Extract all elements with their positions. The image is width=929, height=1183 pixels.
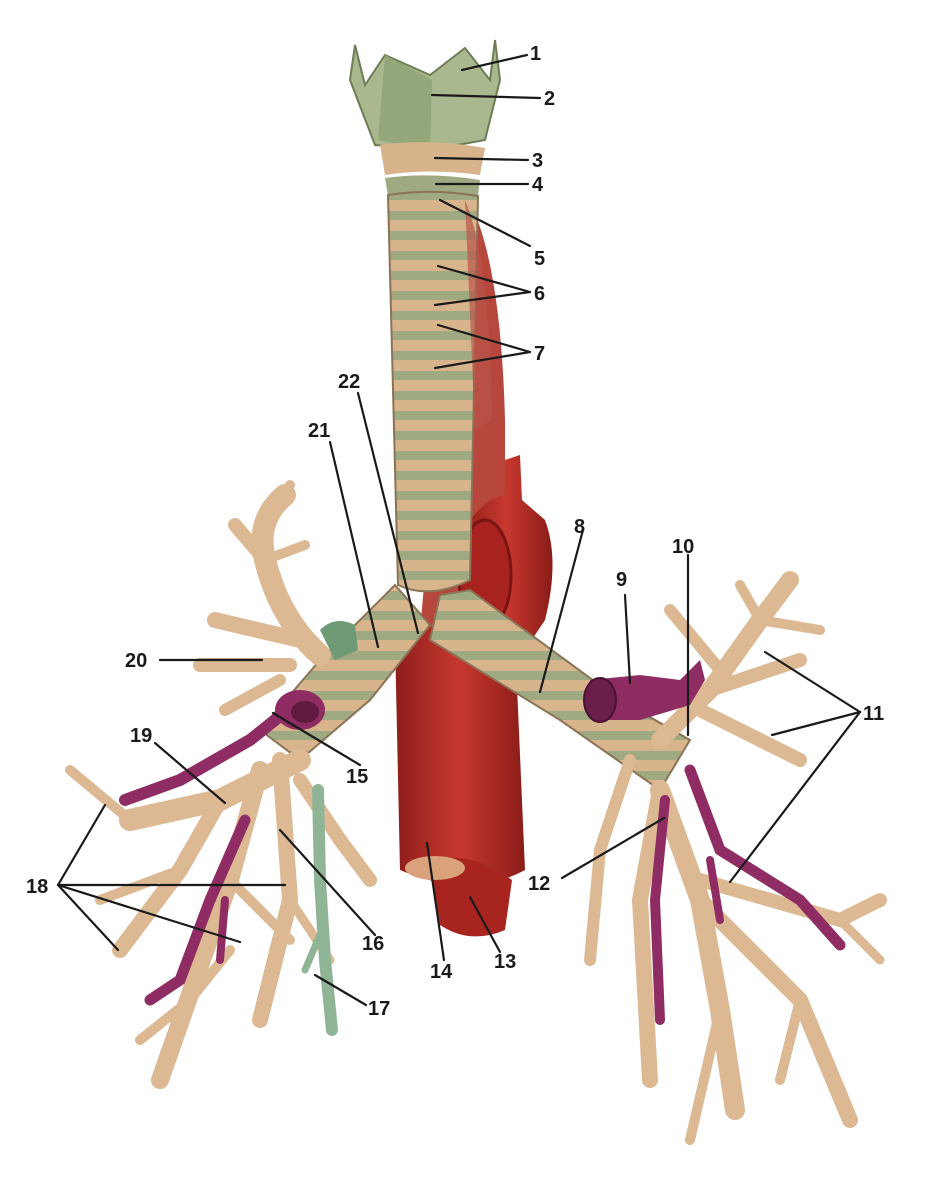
- pulmonary-vein: [583, 660, 705, 723]
- pulmonary-vessels: [119, 690, 846, 1025]
- label-6: 6: [534, 283, 545, 305]
- label-21: 21: [308, 420, 330, 442]
- label-10: 10: [672, 536, 694, 558]
- larynx: [348, 39, 502, 196]
- label-1: 1: [530, 43, 541, 65]
- vagus-nerve: [301, 784, 338, 1036]
- label-8: 8: [574, 516, 585, 538]
- label-20: 20: [125, 650, 147, 672]
- label-16: 16: [362, 933, 384, 955]
- label-11: 11: [863, 703, 884, 725]
- label-22: 22: [338, 371, 360, 393]
- leader-lines: [56, 53, 862, 1007]
- label-5: 5: [534, 248, 545, 270]
- label-12: 12: [528, 873, 550, 895]
- label-15: 15: [346, 766, 368, 788]
- label-13: 13: [494, 951, 516, 973]
- label-19: 19: [130, 725, 152, 747]
- azygos-vein: [320, 621, 358, 660]
- label-4: 4: [532, 174, 544, 196]
- label-14: 14: [430, 961, 453, 983]
- callout-labels: 1 2 3 4 5 6 7 8 9 10 11 12 13 14 15 16 1…: [26, 43, 884, 1020]
- label-18: 18: [26, 876, 48, 898]
- trachea: [386, 190, 492, 593]
- label-17: 17: [368, 998, 390, 1020]
- label-2: 2: [544, 88, 555, 110]
- label-9: 9: [616, 569, 627, 591]
- label-3: 3: [532, 150, 543, 172]
- label-7: 7: [534, 343, 545, 365]
